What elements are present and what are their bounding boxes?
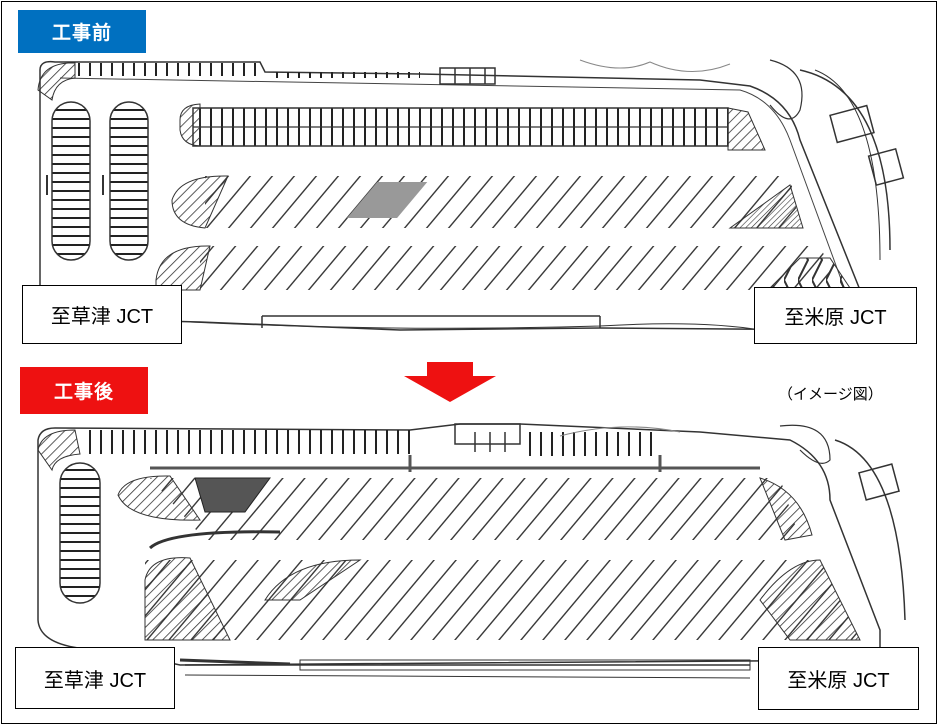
direction-maibara-before: 至米原 JCT (754, 287, 917, 344)
down-arrow-icon (404, 362, 496, 402)
direction-kusatsu-before: 至草津 JCT (22, 285, 182, 344)
before-construction-label: 工事前 (18, 10, 146, 53)
before-diagram (37, 59, 905, 331)
direction-maibara-after: 至米原 JCT (758, 647, 919, 710)
after-construction-label: 工事後 (20, 367, 148, 414)
after-diagram (37, 423, 906, 679)
image-note: （イメージ図） (778, 386, 883, 403)
direction-kusatsu-after: 至草津 JCT (15, 647, 175, 709)
